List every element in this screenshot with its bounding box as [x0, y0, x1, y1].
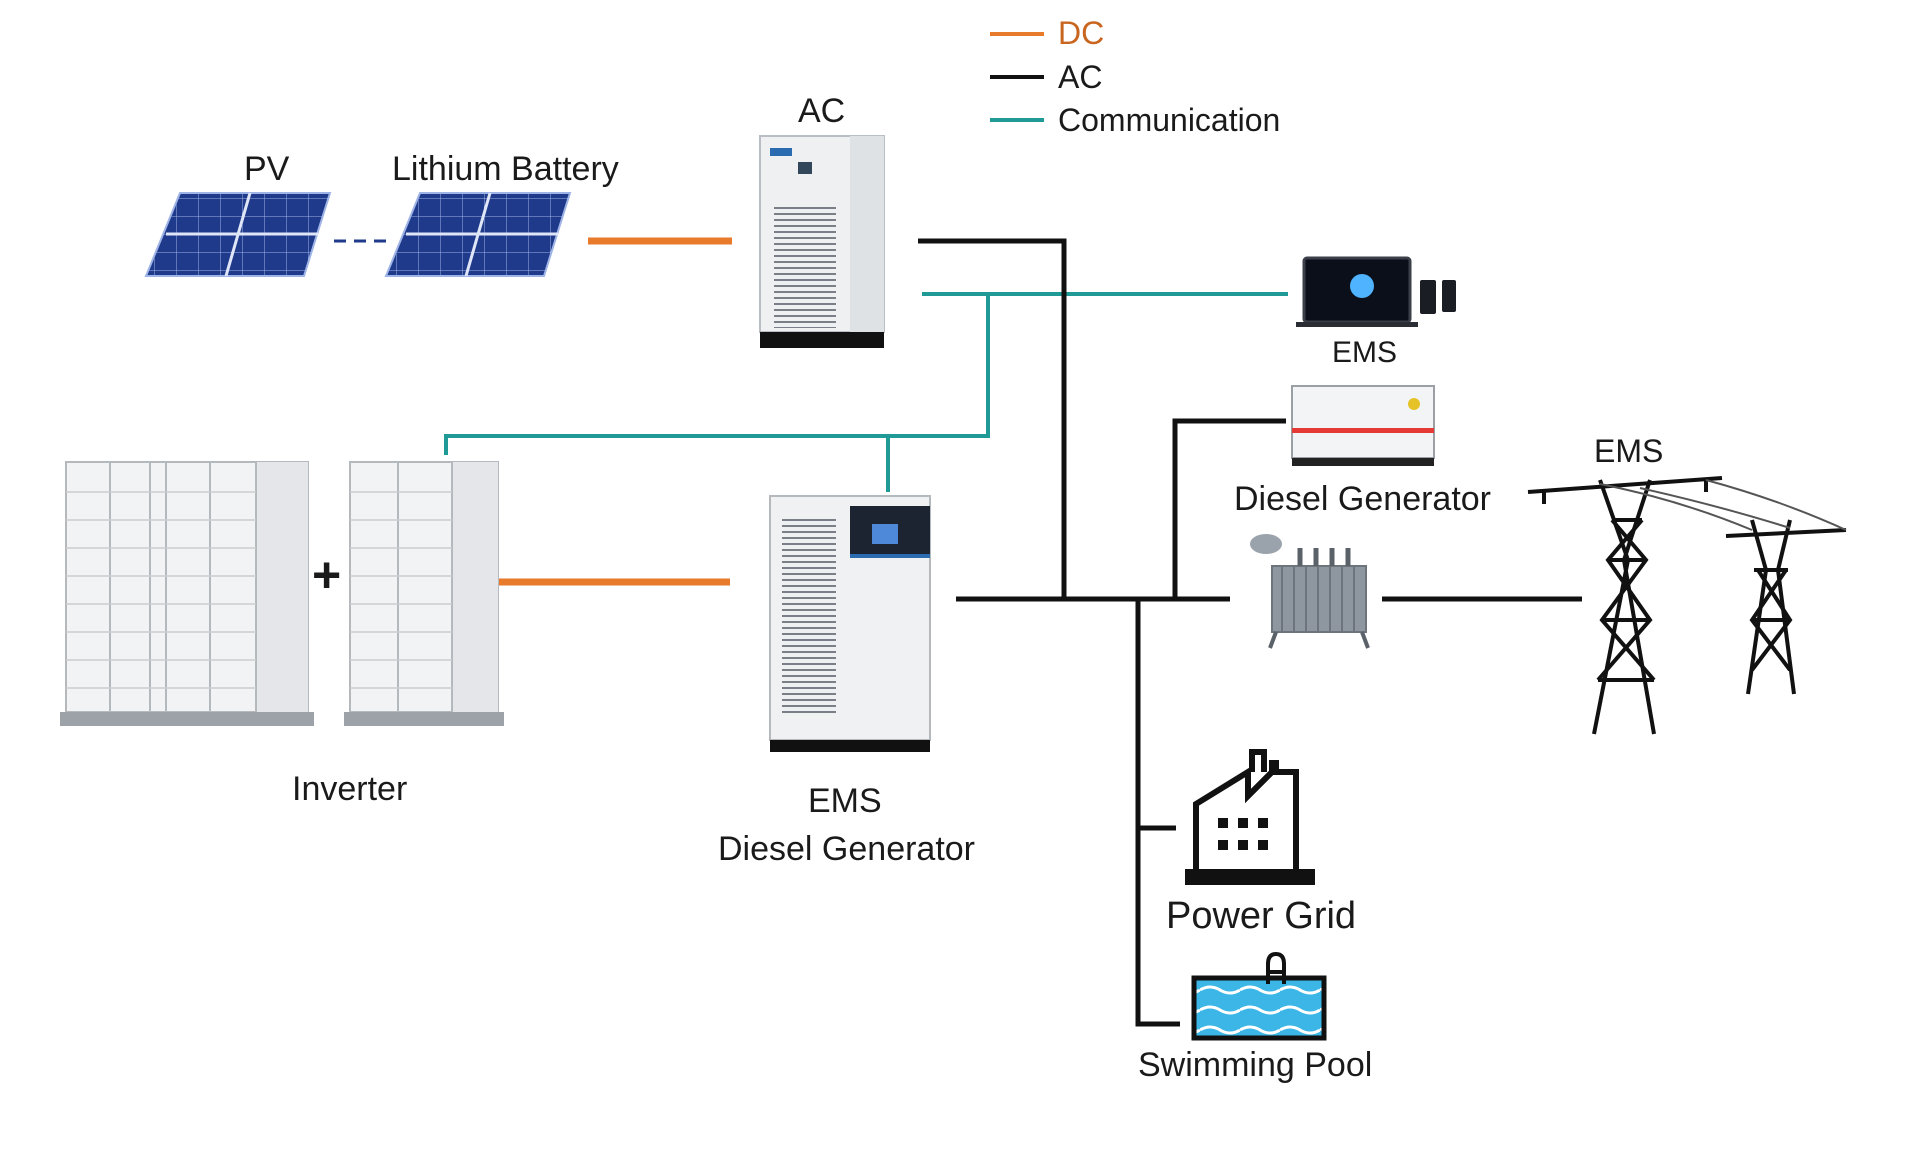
- ac-cabinet-label: AC: [798, 92, 845, 130]
- diesel-generator-icon: [1291, 385, 1435, 459]
- swimming-pool-label: Swimming Pool: [1138, 1046, 1372, 1084]
- battery-rack-icon: [344, 461, 504, 726]
- ems-phone-icon: [1442, 280, 1456, 312]
- transformer-conservator: [1250, 534, 1282, 554]
- diesel-generator-stripe: [1292, 428, 1434, 433]
- inverter-label: Inverter: [292, 770, 407, 808]
- ac-lines: [918, 238, 1582, 1027]
- pv-group: PV Lithium Battery: [144, 150, 619, 277]
- diesel-generator-group: Diesel Generator: [1234, 385, 1491, 518]
- factory-windows: [1218, 818, 1268, 850]
- transformer-legs: [1268, 631, 1370, 649]
- legend: DC AC Communication: [990, 15, 1280, 138]
- legend-dc-label: DC: [1058, 15, 1104, 51]
- transmission-wires: [1599, 479, 1847, 531]
- dc-lines: [334, 237, 732, 586]
- ac-cabinet-display: [798, 162, 812, 174]
- legend-communication-label: Communication: [1058, 102, 1280, 138]
- ems-tablet-icon: [1420, 280, 1436, 314]
- ems-center-label: EMS: [808, 782, 882, 820]
- transmission-tower-icon: [1527, 476, 1847, 735]
- ems-cabinet-vent: [782, 518, 836, 714]
- ac-line-loads: [1135, 599, 1180, 1027]
- ems-cabinet: EMS Diesel Generator: [718, 495, 975, 868]
- battery-rack-icon: [60, 461, 314, 726]
- lithium-battery-label: Lithium Battery: [392, 150, 619, 188]
- transmission-tower-group: EMS: [1527, 433, 1847, 735]
- battery-rack-group: + Inverter: [60, 461, 504, 808]
- ac-cabinet-logo: [770, 148, 792, 156]
- diesel-generator-center-label: Diesel Generator: [718, 830, 975, 868]
- swimming-pool-icon: [1191, 975, 1327, 1041]
- power-grid-label: Power Grid: [1166, 895, 1356, 937]
- diesel-generator-top-label: Diesel Generator: [1234, 480, 1491, 518]
- pool-ladder-icon: [1266, 951, 1286, 984]
- ems-monitor-base: [1296, 322, 1418, 327]
- ems-cabinet-base: [770, 740, 930, 752]
- ac-line-diesel-generator: [1172, 418, 1286, 599]
- ems-cabinet-display: [872, 524, 898, 544]
- ems-screen-group: EMS: [1296, 256, 1456, 369]
- ems-top-label: EMS: [1332, 336, 1397, 369]
- ac-cabinet-vent: [774, 206, 836, 328]
- transformer-fins: [1281, 566, 1355, 632]
- ac-cabinet-base: [760, 332, 884, 348]
- transformer-group: [1250, 534, 1370, 649]
- diesel-generator-indicator: [1408, 398, 1420, 410]
- ems-monitor-glow: [1350, 274, 1374, 298]
- legend-ac-label: AC: [1058, 59, 1102, 95]
- ems-cabinet-accent: [850, 554, 930, 558]
- transformer-bushings: [1297, 548, 1351, 566]
- pv-label: PV: [244, 150, 290, 188]
- ac-line-ac-cabinet: [918, 238, 1067, 599]
- ac-cabinet: AC: [759, 92, 885, 348]
- swimming-pool-group: Swimming Pool: [1138, 951, 1372, 1084]
- plus-sign: +: [312, 547, 341, 603]
- comm-line-trunk: [444, 294, 990, 455]
- comm-lines: [444, 292, 1288, 492]
- ac-cabinet-side: [850, 136, 884, 332]
- power-grid-group: Power Grid: [1166, 749, 1356, 937]
- factory-icon: [1185, 749, 1315, 885]
- diesel-generator-base: [1292, 458, 1434, 466]
- ems-tower-label: EMS: [1594, 433, 1663, 469]
